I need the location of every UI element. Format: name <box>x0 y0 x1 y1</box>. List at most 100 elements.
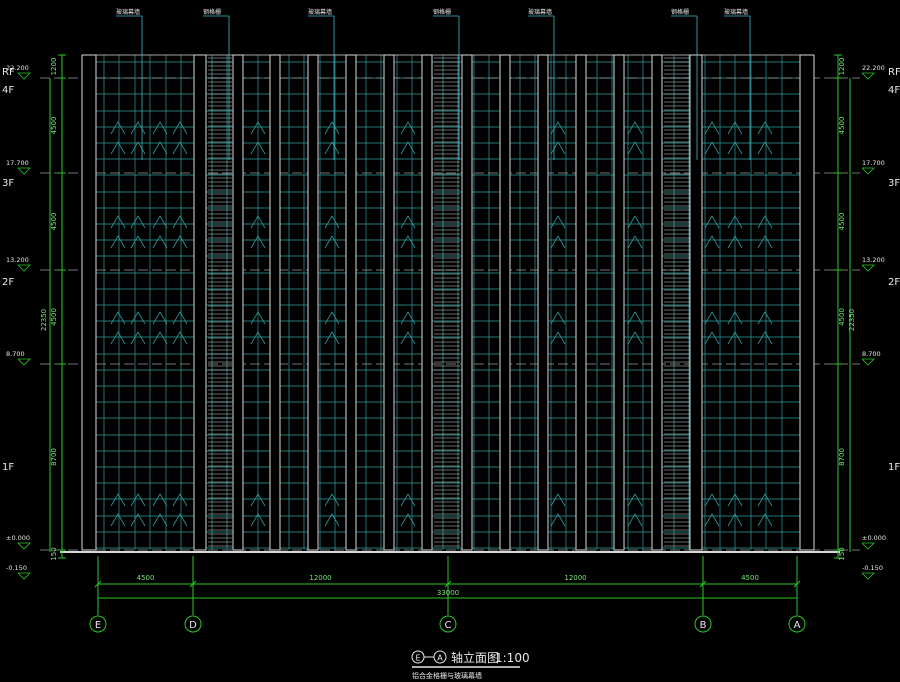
elevation-marker-left <box>17 542 31 550</box>
ridge-symbol <box>152 311 168 325</box>
roof-ridge-symbols <box>110 121 773 527</box>
ridge-symbol <box>757 513 773 527</box>
vdim-label: 8700 <box>838 448 846 466</box>
elevation-marker-right <box>861 542 875 550</box>
ridge-symbol <box>727 141 743 155</box>
ridge-symbol <box>130 141 146 155</box>
drawing-title: E A 轴立面图 1:100 铝合金格栅与玻璃幕墙 <box>411 650 530 680</box>
ridge-symbol <box>152 513 168 527</box>
pier-column <box>307 54 319 551</box>
hdim-tick <box>444 580 452 588</box>
floor-label-left: 1F <box>2 462 14 473</box>
hdim-label: 4500 <box>741 574 759 582</box>
ridge-symbol <box>400 331 416 345</box>
axis-label: E <box>95 620 101 631</box>
ridge-symbol <box>757 311 773 325</box>
ridge-symbol <box>250 331 266 345</box>
ridge-symbol <box>152 493 168 507</box>
ridge-symbol <box>627 493 643 507</box>
axis-label: C <box>445 620 452 631</box>
elevation-marker-left <box>17 264 31 272</box>
ridge-symbol <box>550 141 566 155</box>
ridge-symbol <box>324 141 340 155</box>
ridge-symbol <box>130 331 146 345</box>
vdim-label: 4500 <box>50 117 58 135</box>
ridge-symbol <box>627 513 643 527</box>
ridge-symbol <box>172 121 188 135</box>
elevation-label-right: 17.700 <box>862 159 885 167</box>
pier-column <box>461 54 473 551</box>
ridge-symbol <box>172 513 188 527</box>
callout-label: 玻璃幕墙 <box>528 8 552 16</box>
ridge-symbol <box>704 493 720 507</box>
floor-label-right: 4F <box>888 85 900 96</box>
ridge-symbol <box>324 235 340 249</box>
callout-label: 钢格栅 <box>203 8 221 16</box>
ridge-symbol <box>704 235 720 249</box>
dimension-lines: 1200450045004500870015022350120045004500… <box>40 54 856 615</box>
ridge-symbol <box>400 121 416 135</box>
pier-column <box>613 54 625 551</box>
ridge-symbol <box>110 235 126 249</box>
ridge-symbol <box>324 513 340 527</box>
callout-label: 钢格栅 <box>671 8 689 16</box>
ridge-symbol <box>250 215 266 229</box>
ridge-symbol <box>757 331 773 345</box>
ridge-symbol <box>704 121 720 135</box>
ridge-symbol <box>550 513 566 527</box>
ridge-symbol <box>727 121 743 135</box>
elevation-marker-right <box>861 572 875 580</box>
title-axis-bubble-to <box>433 650 447 664</box>
elevation-label-left: -0.150 <box>6 564 27 572</box>
ridge-symbol <box>324 493 340 507</box>
ridge-symbol <box>152 235 168 249</box>
hdim-label: 4500 <box>137 574 155 582</box>
ridge-symbol <box>130 493 146 507</box>
floor-label-left: RF <box>2 67 15 78</box>
hdim-tick <box>699 580 707 588</box>
ridge-symbol <box>400 235 416 249</box>
ridge-symbol <box>250 513 266 527</box>
ridge-symbol <box>110 311 126 325</box>
vdim-label: 1200 <box>838 58 846 76</box>
hdim-label: 12000 <box>564 574 586 582</box>
elevation-label-right: 13.200 <box>862 256 885 264</box>
ridge-symbol <box>727 493 743 507</box>
axis-label: B <box>700 620 707 631</box>
axis-bubble <box>184 615 202 633</box>
floor-label-right: RF <box>888 67 900 78</box>
elevation-label-left: 22.200 <box>6 64 29 72</box>
ridge-symbol <box>250 311 266 325</box>
ridge-symbol <box>757 493 773 507</box>
elevation-marker-right <box>861 167 875 175</box>
ridge-symbol <box>172 235 188 249</box>
ridge-symbol <box>130 215 146 229</box>
ridge-symbol <box>757 141 773 155</box>
axis-bubble <box>89 615 107 633</box>
floor-label-right: 2F <box>888 277 900 288</box>
hdim-label: 12000 <box>309 574 331 582</box>
ridge-symbol <box>250 121 266 135</box>
ridge-symbol <box>727 311 743 325</box>
ridge-symbol <box>110 215 126 229</box>
ridge-symbol <box>627 311 643 325</box>
ridge-symbol <box>757 215 773 229</box>
elevation-label-right: 8.700 <box>862 350 881 358</box>
ridge-symbol <box>152 141 168 155</box>
ridge-symbol <box>130 235 146 249</box>
pier-column <box>232 54 244 551</box>
title-subtitle: 铝合金格栅与玻璃幕墙 <box>412 671 482 680</box>
title-text: 轴立面图 <box>451 650 499 665</box>
hdim-total-label: 33000 <box>437 589 459 597</box>
ridge-symbol <box>627 121 643 135</box>
ridge-symbol <box>704 215 720 229</box>
axis-bubble <box>439 615 457 633</box>
ridge-symbol <box>172 215 188 229</box>
ridge-symbol <box>172 311 188 325</box>
ridge-symbol <box>550 215 566 229</box>
vdim-label: 150 <box>838 547 846 560</box>
ridge-symbol <box>400 311 416 325</box>
pier-column <box>575 54 587 551</box>
